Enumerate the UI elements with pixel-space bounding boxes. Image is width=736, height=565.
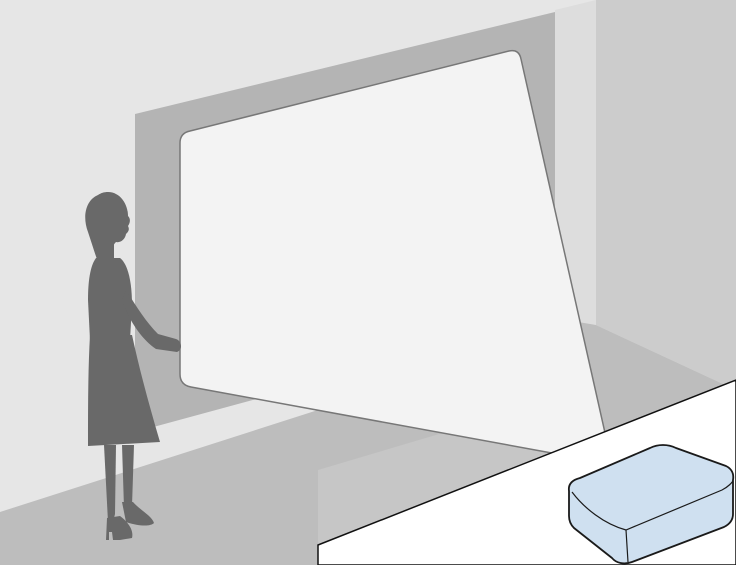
right-wall bbox=[596, 0, 736, 390]
